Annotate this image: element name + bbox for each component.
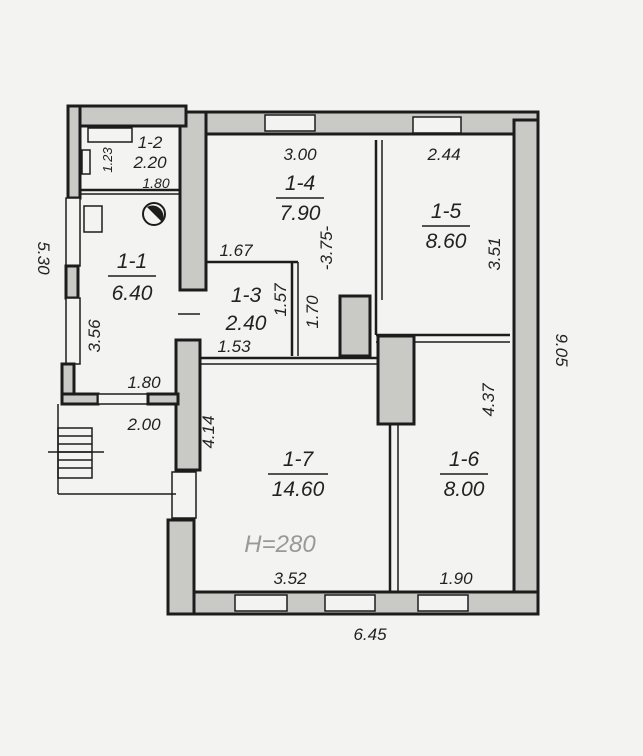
dim-3-51: 3.51 (485, 237, 504, 270)
dim-1-80-top: 1.80 (142, 175, 169, 191)
left-annex (60, 104, 188, 406)
dim-3-56: 3.56 (85, 319, 104, 353)
room-1-6-area: 8.00 (444, 478, 485, 501)
room-1-1-id: 1-1 (117, 250, 147, 273)
dim-1-80-bottom: 1.80 (127, 373, 161, 392)
room-1-5-id: 1-5 (431, 200, 462, 223)
room-1-4-id: 1-4 (285, 172, 315, 195)
room-1-3-area: 2.40 (225, 312, 267, 335)
interior-walls (178, 140, 510, 592)
dim-3-52: 3.52 (273, 569, 307, 588)
exterior-walls (166, 110, 540, 616)
dim-total-height: 9.05 (552, 333, 571, 367)
dim-4-14: 4.14 (199, 415, 218, 448)
dim-4-37: 4.37 (479, 383, 498, 417)
porch (48, 404, 176, 495)
room-1-2-area: 2.20 (132, 153, 167, 172)
dim-1-57: 1.57 (271, 283, 290, 317)
height-note: H=280 (244, 531, 316, 558)
dim-1-70: 1.70 (303, 295, 322, 329)
room-1-5-area: 8.60 (426, 230, 467, 253)
room-1-4-area: 7.90 (280, 202, 321, 225)
dim-left-annex-height: 5.30 (34, 241, 53, 275)
dim-2-44: 2.44 (426, 145, 460, 164)
windows (171, 114, 469, 612)
dim-total-width: 6.45 (353, 625, 387, 644)
dim-1-23: 1.23 (100, 147, 115, 173)
room-1-3-id: 1-3 (231, 284, 262, 307)
dim-1-90: 1.90 (439, 569, 473, 588)
room-1-1-area: 6.40 (112, 282, 153, 305)
room-1-7-id: 1-7 (283, 448, 315, 471)
dimension-labels: 6.45 9.05 5.30 1.23 1.80 3.56 1.80 2.00 … (34, 145, 571, 644)
dim-2-00: 2.00 (126, 415, 161, 434)
room-1-2-id: 1-2 (138, 133, 163, 152)
room-labels: 1-1 6.40 1-2 2.20 1-3 2.40 1-4 7.90 1-5 … (108, 133, 488, 558)
dim-3-75: -3.75- (317, 225, 336, 270)
room-1-7-area: 14.60 (272, 478, 325, 501)
room-1-6-id: 1-6 (449, 448, 480, 471)
dim-1-67: 1.67 (219, 241, 253, 260)
dim-3-00: 3.00 (283, 145, 317, 164)
dim-1-53: 1.53 (217, 337, 251, 356)
